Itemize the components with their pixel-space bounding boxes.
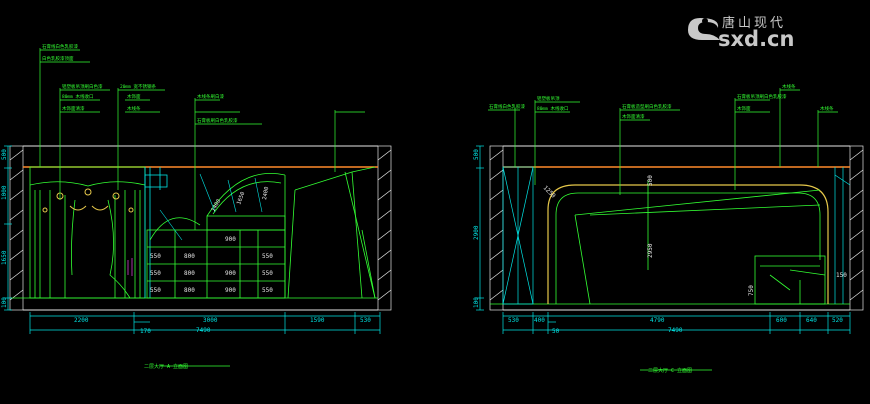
watermark-logo: 唐山现代 sxd.cn [688,15,794,51]
right-inner-dim-4: 150 [836,272,847,279]
right-elevation: 石膏线白色乳胶漆 铝塑板吊顶 80mm 木线收口 石膏板造型刷白色乳胶漆 木饰面… [473,83,864,374]
left-vdim-1: 1000 [1,185,8,200]
right-annotation-texts: 石膏线白色乳胶漆 铝塑板吊顶 80mm 木线收口 石膏板造型刷白色乳胶漆 木饰面… [489,83,834,120]
cab-dim-8: 900 [225,287,236,294]
left-curtain [29,166,146,299]
right-note-5: 木线条 [782,83,796,90]
right-note-7: 木饰面 [737,105,751,112]
right-wall-hatch [489,145,864,311]
cab-dim-3: 800 [184,253,195,260]
right-bdim-4: 640 [806,317,817,324]
right-bdim-2: 4790 [650,317,665,324]
left-bdim-2: 1590 [310,317,325,324]
left-bdim-1: 3000 [203,317,218,324]
right-elevation-title: 二层大厅 C 立面图 [648,367,692,374]
right-note-8: 木线条 [820,105,834,112]
left-bdim-0: 2200 [74,317,89,324]
cab-dim-9: 550 [262,253,273,260]
cab-dim-0: 550 [150,253,161,260]
left-note-4: 木饰面清漆 [62,105,85,112]
left-note-7: 木线条 [127,105,141,112]
left-note-8: 木线条刷白漆 [197,93,224,100]
right-inner-dim-3: 750 [748,285,755,296]
right-bdim-3: 600 [776,317,787,324]
left-curtain-ornaments [42,188,134,213]
left-annotation-texts: 石膏线白色乳胶漆 白色乳胶漆顶面 铝塑板吊顶刷白色漆 80mm 木线收口 木饰面… [42,43,238,124]
left-bdim-3: 530 [360,317,371,324]
left-vdim-3: 100 [1,297,8,308]
left-angled-panel [287,166,376,299]
left-note-9: 石膏板刷白色乳胶漆 [197,117,238,124]
right-leader-lines [488,88,838,195]
right-door-panel [502,166,534,305]
watermark-chinese: 唐山现代 [722,15,786,31]
right-inner-dim-2: 1250 [542,184,557,199]
left-elevation: 石膏线白色乳胶漆 白色乳胶漆顶面 铝塑板吊顶刷白色漆 80mm 木线收口 木饰面… [1,43,392,370]
right-vdim-0: 500 [473,149,480,160]
right-sub-dim: 50 [552,328,560,335]
callout-2: 2400 [262,186,270,200]
left-pilaster [144,167,168,298]
left-cabinet-diagonals [159,173,263,241]
left-vdim-2: 1650 [1,250,8,265]
left-callout-texts: 1400 1650 2400 [211,186,271,213]
right-note-6: 石膏板吊顶刷白色乳胶漆 [737,93,787,100]
right-bdim-0: 530 [508,317,519,324]
watermark-domain: sxd.cn [718,27,794,51]
right-bench [754,255,826,305]
left-note-1: 白色乳胶漆顶面 [42,55,74,62]
left-dimension-texts: 500 1000 1650 100 2200 3000 1590 530 170… [1,149,371,335]
left-display-cabinet [146,172,286,299]
cab-dim-6: 900 [225,236,236,243]
right-vdim-1: 2900 [473,225,480,240]
cab-dim-7: 900 [225,270,236,277]
right-arch-frame [547,184,829,304]
right-note-3: 石膏板造型刷白色乳胶漆 [622,103,672,110]
right-bdim-1: 400 [534,317,545,324]
left-elevation-title: 二层大厅 A 立面图 [144,363,188,370]
callout-1: 1650 [236,191,246,206]
left-leader-lines [39,48,365,230]
left-note-2: 铝塑板吊顶刷白色漆 [62,83,103,90]
left-vdim-0: 500 [1,149,8,160]
left-total-dim: 7490 [196,327,211,334]
right-dimension-lines [476,145,851,371]
cab-dim-5: 800 [184,287,195,294]
left-wall-hatch [9,145,392,311]
left-note-0: 石膏线白色乳胶漆 [42,43,78,50]
left-note-6: 木饰面 [127,93,141,100]
cab-dim-2: 550 [150,287,161,294]
right-bdim-5: 520 [832,317,843,324]
right-note-0: 石膏线白色乳胶漆 [489,103,525,110]
right-total-dim: 7490 [668,327,683,334]
cab-dim-11: 550 [262,287,273,294]
right-arch-inner [555,180,821,305]
right-side-panel [834,167,851,304]
right-inner-dim-0: 2950 [647,243,654,258]
cab-dim-1: 550 [150,270,161,277]
right-dimension-texts: 500 2900 100 530 400 4790 600 640 520 50… [473,149,843,335]
watermark-logo-icon [688,18,720,40]
left-sub-dim: 170 [140,328,151,335]
left-note-3: 80mm 木线收口 [62,93,94,100]
cab-dim-10: 550 [262,270,273,277]
callout-0: 1400 [211,199,223,213]
right-note-4: 木饰面清漆 [622,113,645,120]
left-note-5: 20mm 宽不锈钢条 [120,83,157,90]
right-note-1: 铝塑板吊顶 [537,95,560,102]
right-note-2: 80mm 木线收口 [537,105,569,112]
right-inner-dim-1: 500 [647,175,654,186]
left-cabinet-dim-texts: 550 550 550 800 800 800 900 900 900 550 … [150,236,273,294]
left-dimension-lines [4,145,381,367]
cab-dim-4: 800 [184,270,195,277]
right-vdim-2: 100 [473,297,480,308]
